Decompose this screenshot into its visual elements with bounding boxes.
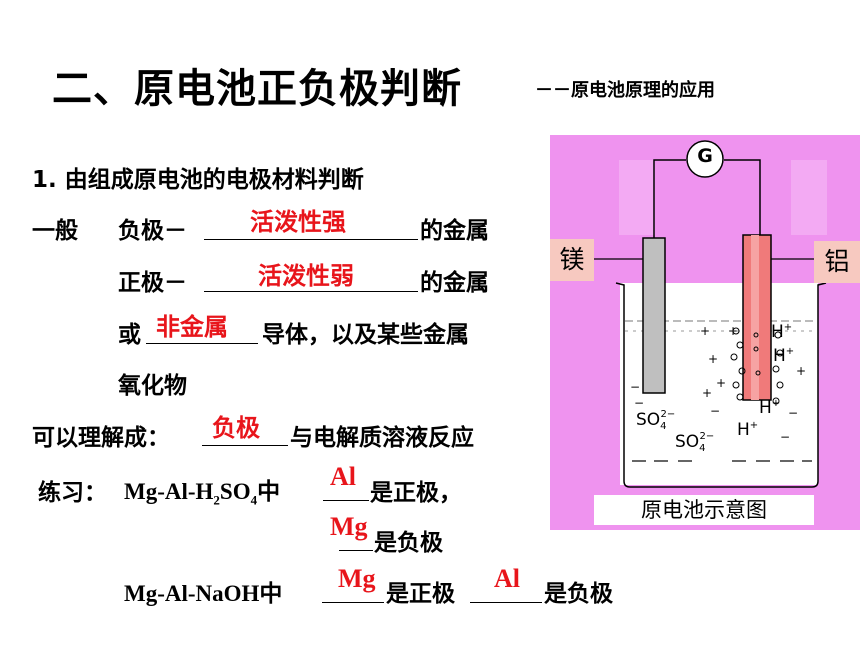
section-heading: 1. 由组成原电池的电极材料判断 (32, 167, 364, 193)
ion-so4-2: SO42− (675, 431, 714, 454)
decor-block-right (791, 160, 827, 235)
positive-label: 正极－ (118, 270, 187, 296)
svg-text:−: − (780, 430, 790, 444)
ion-so4-1: SO42− (636, 409, 675, 432)
practice-is-negative: 是负极 (374, 530, 443, 556)
positive-answer: 活泼性弱 (258, 262, 354, 290)
or-answer: 非金属 (156, 313, 228, 341)
negative-suffix: 的金属 (420, 218, 489, 244)
svg-text:+: + (796, 364, 806, 378)
magnesium-rod (642, 237, 666, 394)
svg-text:−: − (710, 404, 720, 418)
practice-formula-2: Mg-Al-NaOH中 (124, 581, 283, 606)
negative-answer: 活泼性强 (250, 208, 346, 236)
practice-mg-answer: Mg (330, 512, 368, 541)
practice-al2-blank (470, 602, 542, 603)
negative-blank (204, 239, 418, 240)
positive-blank (204, 291, 418, 292)
aluminum-label: 铝 (814, 241, 860, 283)
svg-text:+: + (708, 352, 718, 366)
wire-right (724, 159, 761, 235)
svg-text:+: + (728, 324, 738, 338)
svg-text:+: + (700, 324, 710, 338)
ion-h-3: H+ (773, 346, 794, 366)
practice-al-answer: Al (330, 462, 356, 491)
svg-text:−: − (788, 406, 798, 420)
galvanic-cell-diagram: SO42− SO42− H+ H+ H+ H+ + + + + + + − − − − − 镁… (550, 135, 860, 530)
or-label: 或 (118, 322, 141, 348)
practice-is-negative-2: 是负极 (544, 581, 613, 607)
charge-marks: + + + + + + − − − − − (630, 324, 806, 444)
understand-prefix: 可以理解成： (32, 425, 170, 451)
galvanometer-label: G (697, 145, 713, 167)
oxide-label: 氧化物 (118, 373, 187, 399)
positive-suffix: 的金属 (420, 270, 489, 296)
practice-mg-blank (339, 550, 373, 551)
general-label: 一般 (32, 218, 78, 244)
wire-left (653, 159, 686, 240)
negative-label: 负极－ (118, 218, 187, 244)
beaker-icon (615, 282, 827, 488)
practice-is-positive: 是正极， (370, 480, 462, 506)
aluminum-rod-highlight (751, 235, 759, 400)
practice-mg2-answer: Mg (338, 564, 376, 593)
practice-is-positive-2: 是正极 (386, 581, 455, 607)
ion-h-2: H+ (771, 322, 792, 342)
magnesium-label: 镁 (550, 239, 594, 281)
galvanometer-icon (686, 140, 724, 178)
practice-label: 练习： (38, 480, 107, 506)
or-suffix: 导体，以及某些金属 (262, 322, 469, 348)
hydrogen-bubbles (730, 327, 784, 405)
understand-suffix: 与电解质溶液反应 (290, 425, 474, 451)
practice-formula-1: Mg-Al-H2SO4中 (124, 479, 281, 508)
understand-answer: 负极 (212, 414, 260, 442)
svg-text:+: + (702, 386, 712, 400)
decor-block-left (619, 160, 655, 235)
ion-h-1: H+ (737, 420, 758, 440)
page-title: 二、原电池正负极判断 (52, 66, 462, 112)
diagram-caption: 原电池示意图 (594, 495, 814, 525)
svg-text:−: − (630, 380, 640, 394)
svg-text:+: + (716, 376, 726, 390)
or-blank (146, 343, 258, 344)
ion-h-4: H+ (759, 398, 780, 418)
page-subtitle: －－原电池原理的应用 (535, 80, 715, 101)
svg-text:−: − (634, 396, 644, 410)
practice-mg2-blank (322, 602, 384, 603)
practice-al-blank (323, 500, 369, 501)
ion-labels: SO42− SO42− H+ H+ H+ H+ (636, 322, 794, 454)
understand-blank (202, 445, 288, 446)
practice-al2-answer: Al (494, 564, 520, 593)
